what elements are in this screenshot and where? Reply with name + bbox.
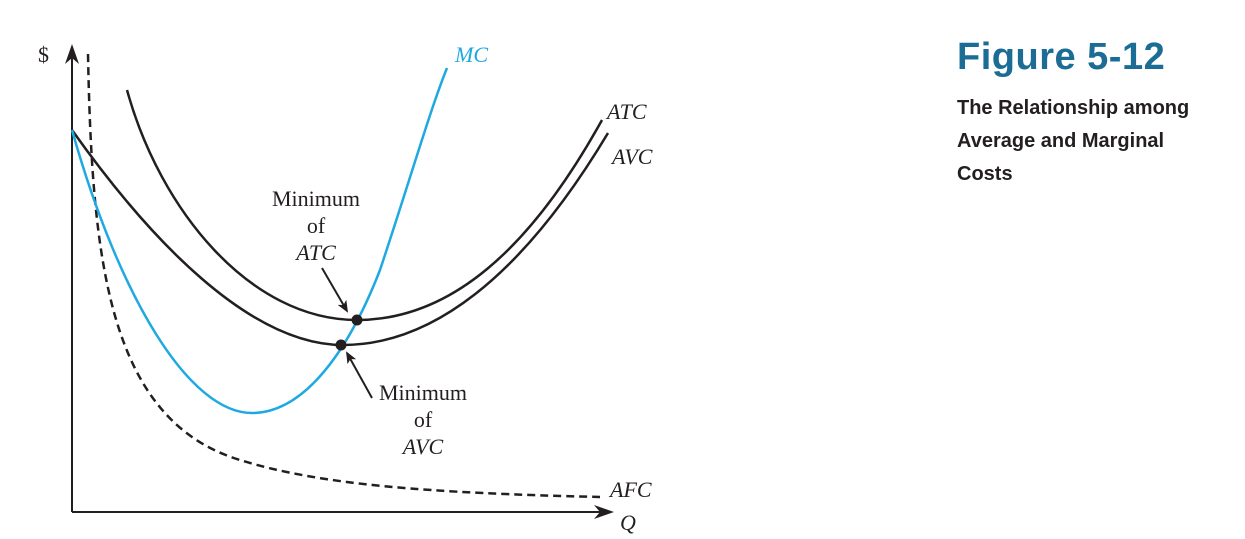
y-axis-label: $ xyxy=(38,42,49,67)
min-avc-annotation-line3: AVC xyxy=(401,434,444,459)
min-avc-arrow xyxy=(346,351,373,399)
figure-caption: The Relationship among Average and Margi… xyxy=(957,97,1190,185)
avc-curve xyxy=(70,129,610,347)
figure-caption-block: Figure 5-12 The Relationship among Avera… xyxy=(957,34,1237,191)
atc-curve xyxy=(125,89,604,322)
min-atc-point xyxy=(351,314,363,326)
avc-label: AVC xyxy=(610,144,653,169)
mc-curve xyxy=(70,67,449,415)
min-avc-annotation-line1: Minimum xyxy=(379,380,467,405)
x-axis-label: Q xyxy=(620,510,636,535)
mc-label: MC xyxy=(454,42,488,67)
y-axis-arrow xyxy=(65,44,79,64)
min-atc-annotation-line1: Minimum xyxy=(272,186,360,211)
min-atc-annotation-line3: ATC xyxy=(294,240,336,265)
afc-label: AFC xyxy=(608,477,652,502)
min-avc-point xyxy=(335,339,347,351)
min-avc-annotation-line2: of xyxy=(414,407,433,432)
min-atc-arrow xyxy=(321,267,349,313)
x-axis-arrow xyxy=(594,505,614,519)
figure-number: Figure 5-12 xyxy=(957,36,1166,78)
atc-label: ATC xyxy=(605,99,647,124)
afc-curve xyxy=(86,53,601,499)
min-atc-annotation-line2: of xyxy=(307,213,326,238)
